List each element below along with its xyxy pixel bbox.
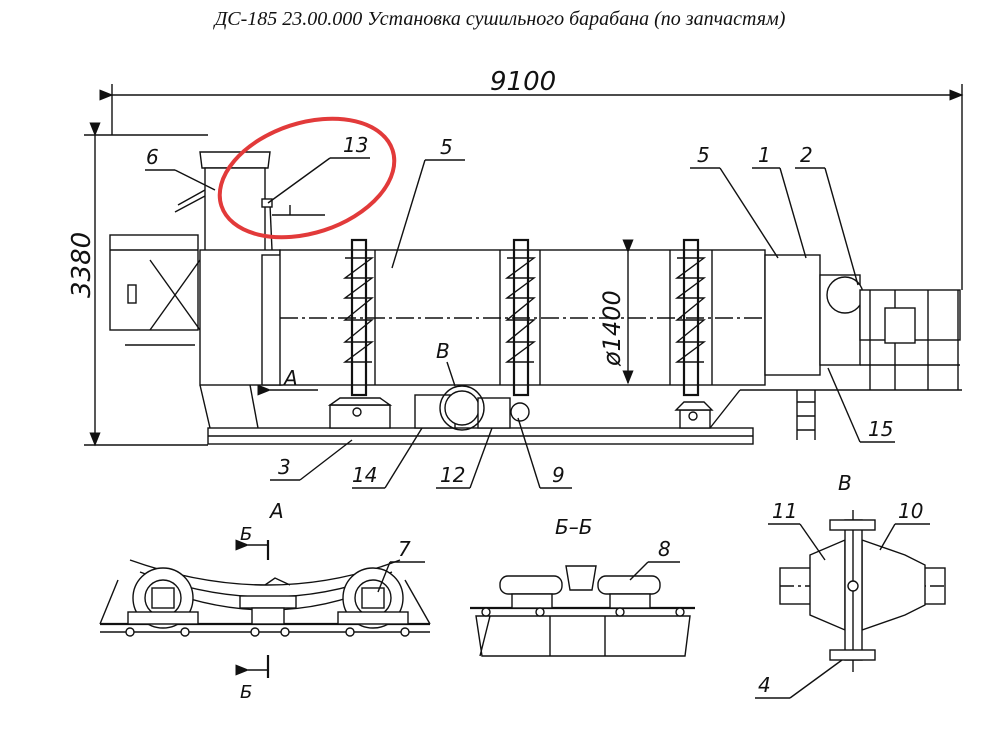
burner-platform <box>709 289 962 429</box>
part-13-detail <box>261 198 325 251</box>
dimension-height-label: 3380 <box>67 232 97 298</box>
callout-12: 12 <box>440 463 465 487</box>
main-view: ø1400 <box>109 151 962 445</box>
cut-B-bottom-label: Б <box>240 682 252 703</box>
callout-5-left: 5 <box>440 135 453 159</box>
cut-B-top-label: Б <box>240 524 252 545</box>
section-BB: Б–Б 8 <box>470 515 695 657</box>
callout-8: 8 <box>658 537 671 561</box>
callout-9: 9 <box>552 463 565 487</box>
detail-A: А Б Б 7 <box>99 499 431 703</box>
detail-B-label: В <box>838 471 852 495</box>
callouts: 6 13 5 5 1 2 15 3 14 12 9 <box>145 133 895 489</box>
dimension-diameter-label: ø1400 <box>598 290 626 367</box>
callout-1: 1 <box>758 143 771 167</box>
drive-unit <box>414 390 530 429</box>
dimension-9100: 9100 <box>99 67 964 290</box>
callout-15: 15 <box>868 417 893 441</box>
drawing-title: ДС-185 23.00.000 Установка сушильного ба… <box>214 8 786 30</box>
callout-11: 11 <box>772 499 797 523</box>
callout-10: 10 <box>898 499 923 523</box>
view-B-label: В <box>436 339 450 363</box>
callout-13: 13 <box>343 133 368 157</box>
dimension-length-label: 9100 <box>490 67 556 97</box>
ladder <box>796 390 816 440</box>
callout-4: 4 <box>758 673 771 697</box>
callout-3: 3 <box>278 455 291 479</box>
drum-ring-1 <box>342 238 375 397</box>
callout-2: 2 <box>800 143 813 167</box>
view-arrow-A-label: А <box>282 366 298 390</box>
detail-B: В 11 10 4 <box>755 471 946 699</box>
highlight-ellipse <box>217 116 397 240</box>
callout-14: 14 <box>352 463 377 487</box>
detail-A-label: А <box>268 499 284 523</box>
callout-5-right: 5 <box>697 143 710 167</box>
callout-6: 6 <box>146 145 159 169</box>
inlet-hopper <box>109 151 281 429</box>
dimension-3380: 3380 <box>67 122 208 447</box>
drum-ring-3 <box>674 238 707 397</box>
support-rollers <box>327 397 714 421</box>
section-BB-label: Б–Б <box>555 515 592 539</box>
callout-7: 7 <box>398 537 411 561</box>
drum-ring-2 <box>504 238 537 397</box>
